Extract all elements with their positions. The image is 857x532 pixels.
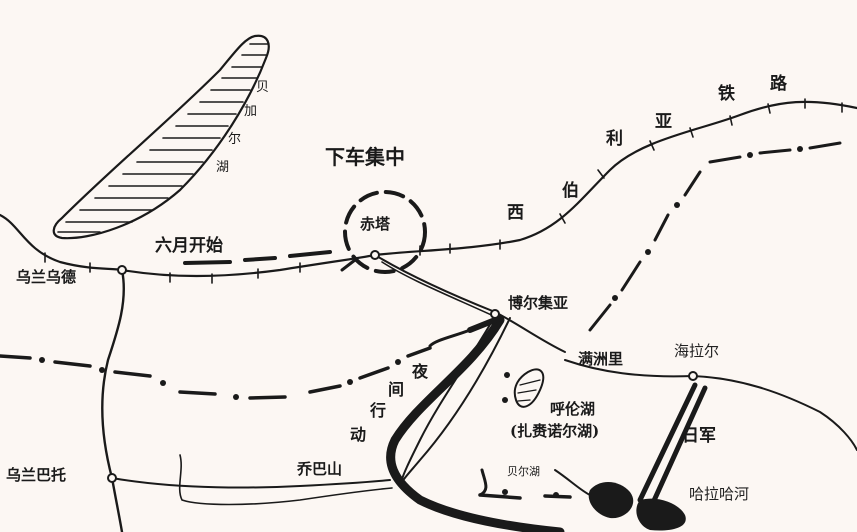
label-buir-lake: 贝尔湖 — [507, 465, 540, 478]
label-char: 加 — [244, 104, 258, 119]
lake-baikal-shape — [52, 34, 270, 240]
label-choibalsan: 乔巴山 — [297, 460, 343, 478]
hulun-lake — [513, 368, 545, 408]
siberian-railway — [0, 100, 857, 278]
road-ulaanbaatar-east — [111, 477, 391, 489]
label-railway-char-1: 西 — [507, 203, 524, 223]
label-night-char-3: 行 — [370, 401, 387, 420]
label-manzhouli: 满洲里 — [578, 350, 624, 368]
label-night-char-2: 间 — [388, 380, 405, 399]
borzya-marker — [490, 309, 500, 319]
label-borzya: 博尔集亚 — [508, 294, 569, 312]
label-hailar: 海拉尔 — [674, 342, 720, 360]
label-railway-char-3: 利 — [606, 129, 623, 149]
label-railway-char-5: 铁 — [718, 84, 735, 104]
label-khalkhin-river: 哈拉哈河 — [689, 485, 750, 503]
label-railway-char-2: 伯 — [562, 181, 579, 201]
label-ulan-ude: 乌兰乌德 — [16, 268, 77, 286]
label-char: 贝 — [256, 80, 270, 95]
label-chita: 赤塔 — [360, 215, 391, 233]
label-night-char-1: 夜 — [412, 362, 429, 381]
label-night-char-4: 动 — [350, 425, 367, 444]
hailar-marker — [688, 371, 698, 381]
japanese-army-arrow — [637, 382, 708, 508]
label-june-start: 六月开始 — [155, 236, 223, 256]
label-japanese-army: 日军 — [682, 426, 716, 446]
label-dalai-nur: (扎赉诺尔湖) — [510, 422, 600, 440]
border-line — [0, 346, 432, 400]
ulaanbaatar-marker — [107, 473, 117, 483]
border-line-ne — [588, 141, 842, 332]
chita-concentration-circle — [343, 190, 427, 274]
label-concentrate-unload: 下车集中 — [325, 145, 405, 169]
label-railway-char-4: 亚 — [655, 112, 672, 132]
label-char: 湖 — [216, 160, 230, 175]
chita-marker — [370, 250, 380, 260]
ulan-ude-marker — [117, 265, 127, 275]
label-lake-baikal: 贝 加 尔 湖 — [216, 76, 270, 180]
label-railway-char-6: 路 — [770, 74, 787, 94]
advance-arrow-main — [386, 315, 565, 532]
label-ulaanbaatar: 乌兰巴托 — [6, 466, 67, 484]
label-char: 尔 — [228, 132, 242, 147]
label-hulun-lake: 呼伦湖 — [550, 400, 596, 418]
railway-ulanude-ulaanbaatar — [101, 268, 126, 532]
